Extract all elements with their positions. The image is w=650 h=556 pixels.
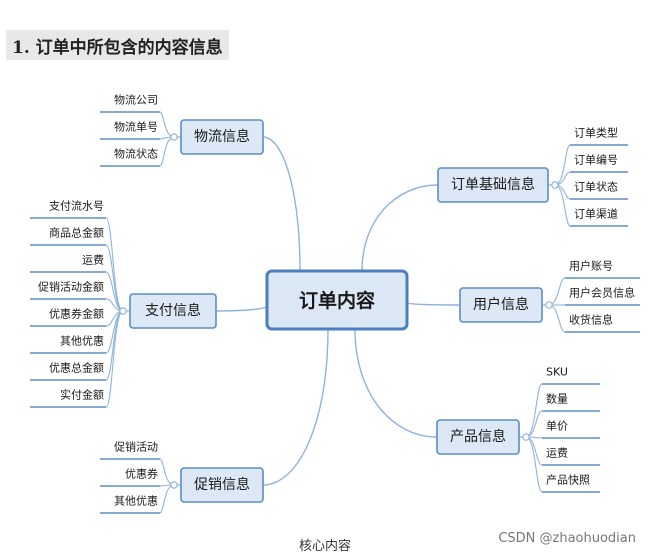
leaf-label-product-1: 数量 [546,393,568,406]
leaf-link-logistics-0 [159,111,175,138]
branch-label-logistics: 物流信息 [194,128,250,145]
branch-node-logistics [180,119,264,155]
link-center-payment [215,305,268,312]
leaf-link-user-2 [548,304,566,333]
link-center-promotion [262,328,329,486]
leaf-link-promotion-0 [159,458,175,486]
center-node-label: 订单内容 [299,289,375,312]
leaf-label-product-3: 运费 [546,447,568,460]
connector-circle-payment [119,307,127,315]
leaf-label-basic-0: 订单类型 [574,126,618,140]
branch-node-promotion [180,467,264,503]
branch-label-user: 用户信息 [473,296,529,313]
branch-node-basic [437,167,549,203]
link-center-product [354,328,438,438]
leaf-link-product-1 [525,410,543,438]
link-center-logistics [262,136,301,273]
connector-circle-basic [551,181,559,189]
leaf-link-user-0 [548,277,566,306]
leaf-label-product-4: 产品快照 [546,473,590,487]
branch-label-promotion: 促销信息 [194,476,250,493]
leaf-label-product-2: 单价 [546,420,568,433]
leaf-label-payment-2: 运费 [82,254,104,267]
leaf-link-payment-0 [105,217,124,312]
leaf-label-payment-1: 商品总金额 [49,226,104,240]
leaf-link-logistics-2 [159,136,175,167]
leaf-label-basic-3: 订单渠道 [574,207,618,221]
leaf-label-promotion-1: 优惠券 [125,467,158,481]
leaf-label-payment-4: 优惠券金额 [49,307,104,321]
branch-label-basic: 订单基础信息 [451,176,535,193]
branch-node-product [436,419,520,455]
leaf-label-user-2: 收货信息 [569,313,613,327]
connector-circle-product [522,433,530,441]
leaf-label-payment-6: 优惠总金额 [49,361,104,375]
leaf-label-user-1: 用户会员信息 [569,286,635,300]
leaf-link-payment-7 [105,310,124,408]
branch-label-product: 产品信息 [450,428,506,445]
figure-caption: 核心内容 [298,539,351,554]
leaf-label-logistics-0: 物流公司 [114,93,158,107]
leaf-label-payment-3: 促销活动金额 [38,280,104,294]
leaf-link-promotion-2 [159,484,175,514]
leaf-label-basic-2: 订单状态 [574,180,618,194]
connector-circle-user [545,301,553,309]
connector-circle-promotion [170,481,178,489]
center-node-box [265,269,409,331]
leaf-label-payment-5: 其他优惠 [60,334,104,348]
leaf-label-payment-7: 实付金额 [60,388,104,402]
connector-circle-logistics [170,133,178,141]
link-center-user [406,302,461,306]
leaf-label-promotion-2: 其他优惠 [114,494,158,508]
leaf-label-basic-1: 订单编号 [574,153,618,167]
link-center-basic [361,184,439,272]
leaf-link-product-3 [525,436,543,466]
leaf-link-basic-3 [554,184,571,227]
leaf-label-logistics-2: 物流状态 [114,147,158,161]
section-heading: 1. 订单中所包含的内容信息 [6,30,229,60]
branch-node-user [459,287,543,323]
leaf-label-product-0: SKU [546,366,568,379]
leaf-label-promotion-0: 促销活动 [114,440,158,454]
leaf-label-logistics-1: 物流单号 [114,120,158,134]
branch-label-payment: 支付信息 [145,302,201,319]
leaf-link-basic-0 [554,144,571,186]
branch-node-payment [129,293,217,329]
mindmap-nodes: 订单内容物流信息物流公司物流单号物流状态支付信息支付流水号商品总金额运费促销活动… [30,93,640,514]
leaf-label-payment-0: 支付流水号 [49,199,104,213]
watermark: CSDN @zhaohuodian [498,531,636,546]
leaf-label-user-0: 用户账号 [569,259,613,273]
